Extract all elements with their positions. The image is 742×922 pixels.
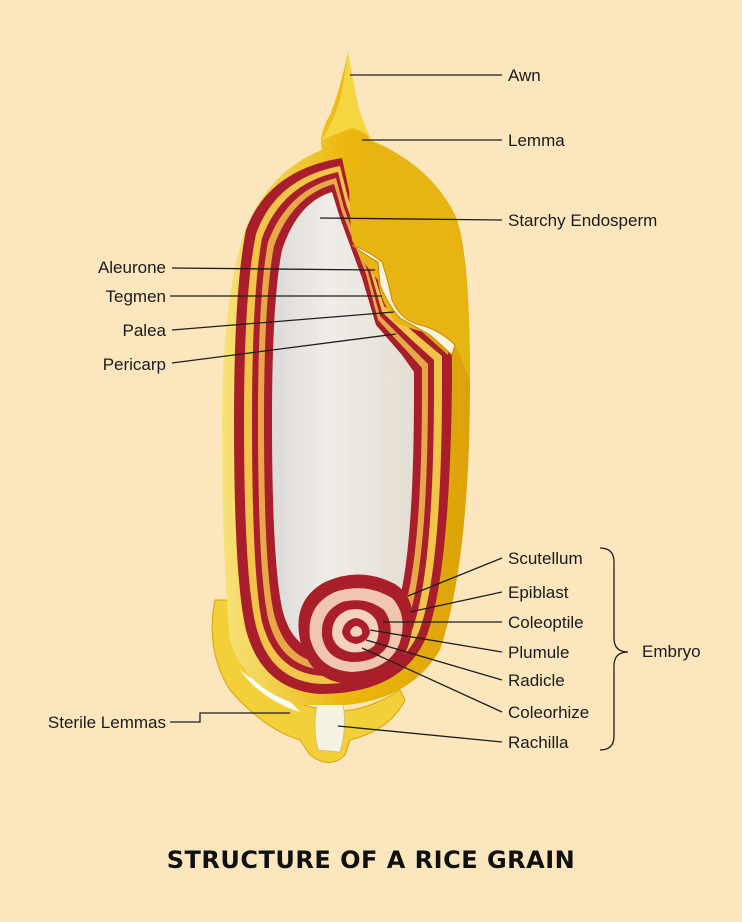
- label-scutellum: Scutellum: [508, 549, 583, 568]
- label-starchy-endosperm: Starchy Endosperm: [508, 211, 657, 230]
- embryo-group: [298, 574, 413, 684]
- label-lemma: Lemma: [508, 131, 565, 150]
- label-epiblast: Epiblast: [508, 583, 569, 602]
- leader-aleurone: [171, 267, 376, 271]
- leader-palea: [171, 311, 395, 331]
- leader-starchy-endosperm: [319, 217, 503, 221]
- palea-fold-shading: [351, 244, 456, 356]
- starchy-endosperm: [272, 192, 414, 654]
- label-pericarp: Pericarp: [103, 355, 166, 374]
- label-coleorhize: Coleorhize: [508, 703, 589, 722]
- label-tegmen: Tegmen: [106, 287, 166, 306]
- leader-pericarp: [171, 333, 397, 364]
- leader-scutellum: [407, 557, 503, 597]
- label-coleoptile: Coleoptile: [508, 613, 584, 632]
- leader-radicle: [365, 639, 503, 681]
- embryo-brace: [599, 547, 629, 751]
- label-plumule: Plumule: [508, 643, 569, 662]
- leader-epiblast: [409, 591, 503, 613]
- palea-fold: [349, 140, 470, 380]
- rachilla-shape: [314, 699, 345, 753]
- leader-coleorhize: [361, 647, 503, 713]
- label-radicle: Radicle: [508, 671, 565, 690]
- leader-rachilla: [337, 725, 503, 743]
- label-awn: Awn: [508, 66, 541, 85]
- label-rachilla: Rachilla: [508, 733, 569, 752]
- label-aleurone: Aleurone: [98, 258, 166, 277]
- awn-shape: [322, 52, 372, 140]
- label-palea: Palea: [123, 321, 167, 340]
- label-embryo: Embryo: [642, 642, 701, 661]
- leader-plumule: [369, 629, 503, 653]
- leader-sterile-lemmas: [170, 712, 290, 723]
- diagram-title: STRUCTURE OF A RICE GRAIN: [167, 846, 575, 874]
- label-sterile-lemmas: Sterile Lemmas: [48, 713, 166, 732]
- coleorhize-shape: [350, 626, 363, 637]
